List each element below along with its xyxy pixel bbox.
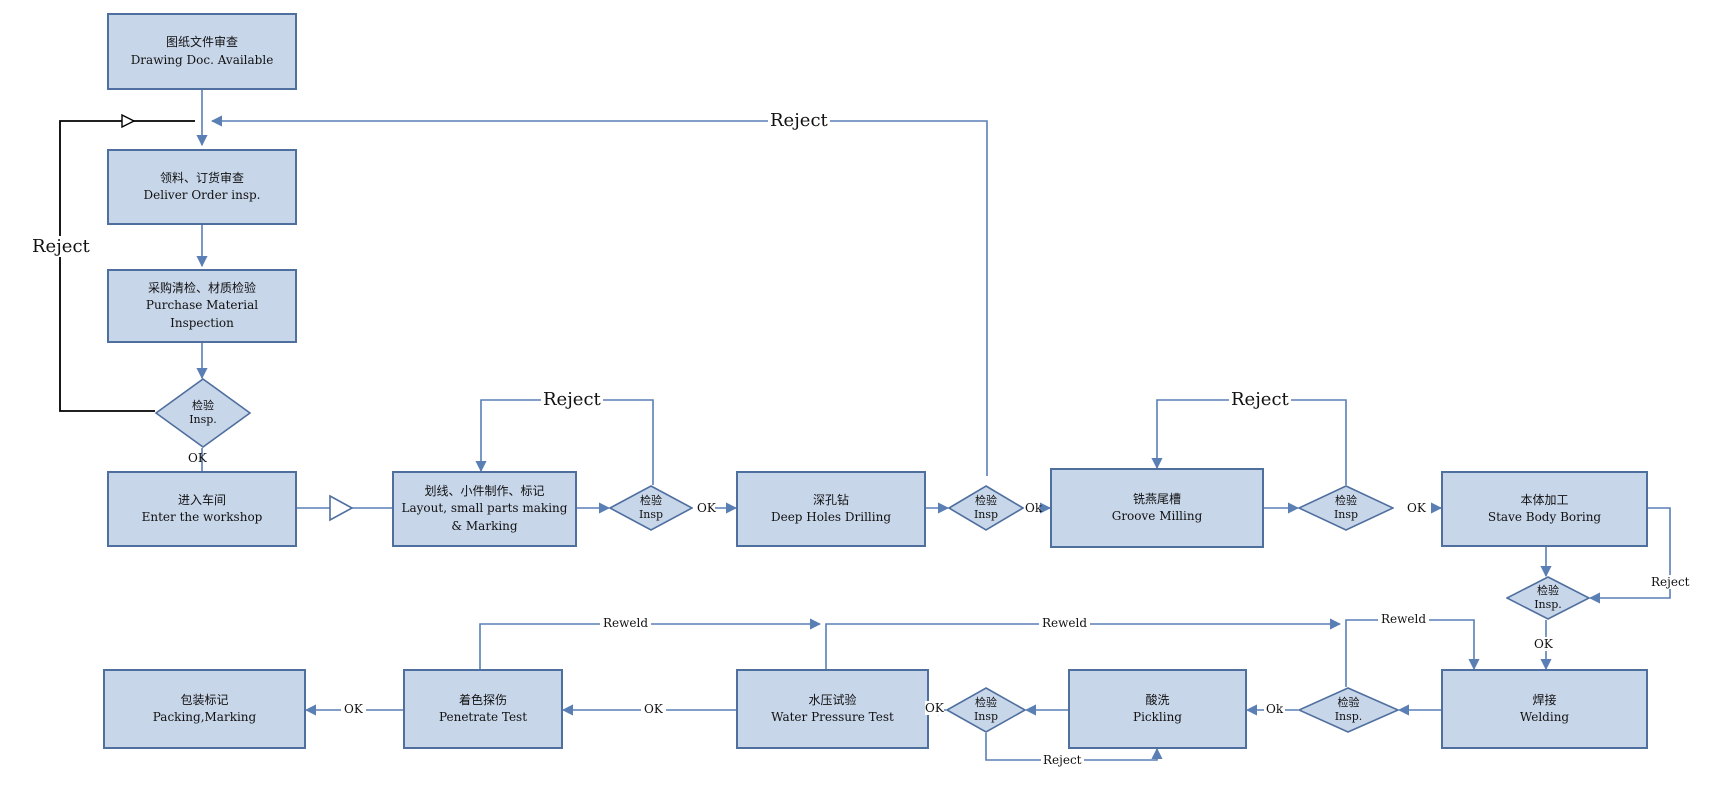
node-stave-body-zh: 本体加工 (1520, 492, 1569, 507)
label-ok-5: OK (1534, 637, 1553, 651)
node-penetrate-en: Penetrate Test (438, 710, 528, 724)
label-reweld-3: Reweld (1378, 612, 1430, 626)
workshop-arrow-triangle (329, 494, 354, 522)
label-ok-3: Ok (1025, 501, 1043, 515)
node-drawing-doc-zh: 图纸文件审查 (165, 35, 238, 50)
decision-insp-6-en: Insp. (1334, 710, 1363, 723)
node-groove-milling-en: Groove Milling (1111, 509, 1203, 523)
node-purchase-material-zh: 采购清检、材质检验 (147, 280, 256, 295)
decision-insp-4-en: Insp (1333, 508, 1359, 521)
node-packing: 包装标记 Packing,Marking (103, 669, 306, 749)
node-deep-holes: 深孔钻 Deep Holes Drilling (736, 471, 926, 547)
decision-insp-1-zh: 检验 (192, 399, 214, 413)
node-water-pressure: 水压试验 Water Pressure Test (736, 669, 929, 749)
label-ok-4: OK (1407, 501, 1426, 515)
node-deliver-order-en: Deliver Order insp. (143, 188, 261, 202)
node-groove-milling-zh: 铣燕尾槽 (1132, 491, 1181, 506)
node-drawing-doc: 图纸文件审查 Drawing Doc. Available (107, 13, 297, 90)
node-pickling-en: Pickling (1133, 710, 1182, 724)
node-water-pressure-en: Water Pressure Test (771, 710, 894, 724)
label-reject-top: Reject (768, 110, 830, 131)
node-pickling: 酸洗 Pickling (1068, 669, 1247, 749)
node-enter-workshop-zh: 进入车间 (177, 492, 226, 507)
label-ok-1: OK (188, 451, 207, 465)
node-drawing-doc-en: Drawing Doc. Available (130, 52, 274, 67)
decision-insp-2-en: Insp (638, 508, 664, 521)
decision-insp-7-zh: 检验 (975, 696, 997, 710)
label-ok-6: Ok (1264, 702, 1286, 716)
label-reject-stave: Reject (1651, 575, 1690, 589)
decision-insp-3-en: Insp (973, 508, 999, 521)
node-welding-en: Welding (1519, 710, 1570, 724)
label-reweld-1: Reweld (600, 616, 652, 630)
decision-insp-5-zh: 检验 (1537, 584, 1559, 598)
edge-stave-reject (1588, 507, 1671, 604)
node-layout-en1: Layout, small parts making (401, 501, 568, 516)
label-ok-2: OK (697, 501, 716, 515)
edge-reweld-penetrate (479, 618, 822, 669)
node-enter-workshop: 进入车间 Enter the workshop (107, 471, 297, 547)
label-ok-9: OK (341, 702, 366, 716)
node-packing-zh: 包装标记 (180, 692, 229, 707)
node-penetrate-zh: 着色探伤 (458, 692, 507, 707)
node-packing-en: Packing,Marking (152, 710, 257, 724)
label-reject-groove: Reject (1229, 389, 1291, 410)
node-purchase-material: 采购清检、材质检验 Purchase Material Inspection (107, 269, 297, 343)
node-stave-body: 本体加工 Stave Body Boring (1441, 471, 1648, 547)
node-deep-holes-en: Deep Holes Drilling (770, 510, 892, 524)
node-welding-zh: 焊接 (1532, 692, 1557, 707)
node-water-pressure-zh: 水压试验 (808, 692, 857, 707)
node-layout-en2: & Marking (451, 518, 518, 533)
node-layout-zh: 划线、小件制作、标记 (424, 483, 545, 498)
label-reject-layout: Reject (541, 389, 603, 410)
label-reweld-2: Reweld (1039, 616, 1091, 630)
node-pickling-zh: 酸洗 (1145, 692, 1170, 707)
node-layout: 划线、小件制作、标记 Layout, small parts making & … (392, 471, 577, 547)
decision-insp-1-en: Insp. (189, 413, 217, 426)
node-purchase-material-en2: Inspection (170, 315, 234, 330)
node-purchase-material-en1: Purchase Material (145, 298, 259, 313)
label-reject-left: Reject (30, 236, 92, 257)
node-groove-milling: 铣燕尾槽 Groove Milling (1050, 468, 1264, 548)
node-deliver-order: 领料、订货审查 Deliver Order insp. (107, 149, 297, 225)
decision-insp-4-zh: 检验 (1335, 494, 1357, 508)
edge-reweld-water (825, 618, 1342, 669)
decision-insp-3-zh: 检验 (975, 494, 997, 508)
decision-insp-5-en: Insp. (1534, 598, 1562, 611)
label-ok-7: OK (925, 701, 944, 715)
node-deliver-order-zh: 领料、订货审查 (159, 170, 244, 185)
decision-insp-2-zh: 检验 (640, 494, 662, 508)
decision-insp-6-zh: 检验 (1337, 696, 1360, 710)
left-arrow-triangle (121, 113, 136, 129)
label-ok-8: OK (641, 702, 666, 716)
node-welding: 焊接 Welding (1441, 669, 1648, 749)
label-reject-pickling: Reject (1041, 753, 1084, 767)
decision-insp-7-en: Insp (973, 710, 999, 723)
node-enter-workshop-en: Enter the workshop (141, 510, 263, 524)
node-deep-holes-zh: 深孔钻 (812, 492, 849, 507)
node-stave-body-en: Stave Body Boring (1487, 510, 1602, 524)
edge-reject-top (210, 115, 988, 476)
node-penetrate: 着色探伤 Penetrate Test (403, 669, 563, 749)
